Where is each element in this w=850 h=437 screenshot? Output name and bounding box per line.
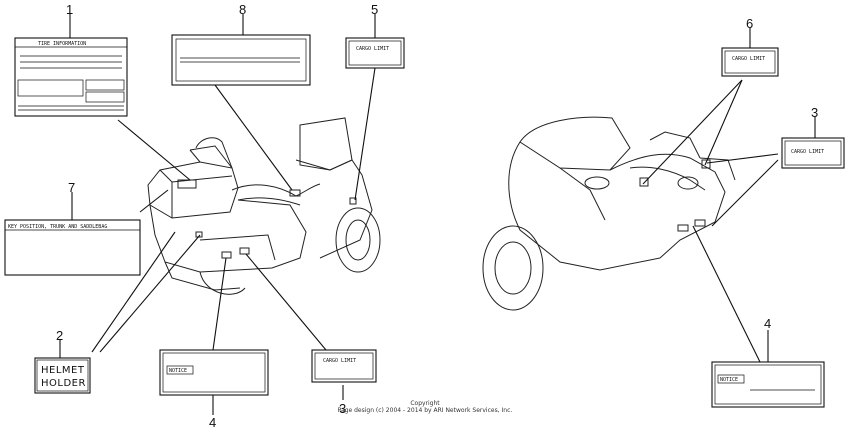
cargo-limit-5-text: CARGO LIMIT bbox=[356, 46, 389, 52]
left-motorcycle bbox=[147, 117, 381, 295]
label-tire-information: TIRE INFORMATION bbox=[14, 37, 128, 117]
label-notice-right: NOTICE bbox=[711, 361, 825, 408]
callout-3-bottom: 3 bbox=[339, 401, 346, 416]
callout-1: 1 bbox=[66, 2, 73, 17]
label-cargo-limit-3-right: CARGO LIMIT bbox=[781, 137, 845, 169]
callout-4-right: 4 bbox=[764, 316, 771, 331]
callout-6: 6 bbox=[746, 16, 753, 31]
label-helmet-holder: HELMET HOLDER bbox=[34, 357, 91, 394]
cargo-limit-3-right-text: CARGO LIMIT bbox=[791, 149, 824, 155]
leader-lines bbox=[59, 14, 816, 415]
label-cargo-limit-5: CARGO LIMIT bbox=[345, 37, 405, 69]
callout-3-right: 3 bbox=[811, 105, 818, 120]
label-part-8 bbox=[171, 34, 311, 86]
notice-right-text: NOTICE bbox=[720, 377, 738, 383]
callout-8: 8 bbox=[239, 2, 246, 17]
callout-numbers: 1 8 5 7 2 4 3 6 3 4 bbox=[56, 2, 818, 430]
cargo-limit-3-bottom-text: CARGO LIMIT bbox=[323, 358, 356, 364]
callout-4-left: 4 bbox=[209, 415, 216, 430]
cargo-limit-6-text: CARGO LIMIT bbox=[732, 56, 765, 62]
callout-5: 5 bbox=[371, 2, 378, 17]
callout-2: 2 bbox=[56, 328, 63, 343]
copyright: Copyright Page design (c) 2004 - 2014 by… bbox=[338, 400, 513, 414]
callout-7: 7 bbox=[68, 180, 75, 195]
label-notice-left: NOTICE bbox=[159, 349, 269, 396]
key-position-text: KEY POSITION, TRUNK AND SADDLEBAG bbox=[8, 224, 107, 230]
tire-info-title: TIRE INFORMATION bbox=[38, 41, 86, 47]
label-key-position: KEY POSITION, TRUNK AND SADDLEBAG bbox=[4, 219, 141, 276]
label-cargo-limit-3-bottom: CARGO LIMIT bbox=[311, 349, 377, 383]
copyright-line-2: Page design (c) 2004 - 2014 by ARI Netwo… bbox=[338, 407, 513, 414]
label-cargo-limit-6: CARGO LIMIT bbox=[721, 47, 779, 77]
notice-left-text: NOTICE bbox=[169, 368, 187, 374]
right-motorcycle bbox=[482, 116, 736, 311]
copyright-line-1: Copyright bbox=[410, 400, 440, 407]
helmet-line-2: HOLDER bbox=[41, 378, 86, 389]
helmet-line-1: HELMET bbox=[41, 365, 85, 376]
